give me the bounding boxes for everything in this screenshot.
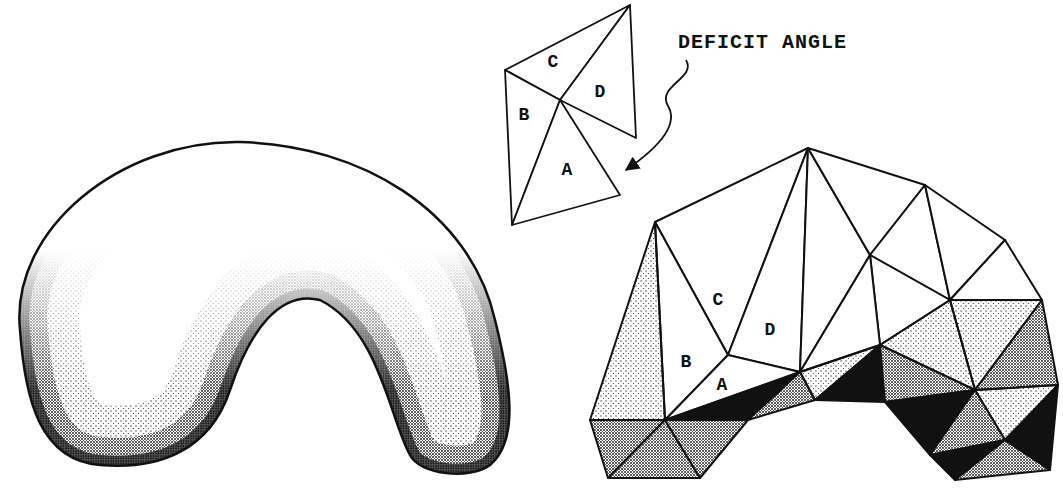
mesh-face <box>665 420 748 478</box>
face-letter: A <box>562 161 573 179</box>
face-letter: D <box>765 321 776 339</box>
surface-shading <box>19 142 509 474</box>
callout-text: DEFICIT ANGLE <box>678 33 847 53</box>
mesh-face <box>950 240 1042 300</box>
face-letter: D <box>595 83 606 101</box>
face-letter: B <box>519 106 530 124</box>
triangulated-surface <box>590 148 1058 480</box>
inset-triangles <box>505 5 636 225</box>
mesh-face <box>1005 385 1058 470</box>
triangle-face <box>512 100 620 225</box>
face-letter: C <box>713 291 724 309</box>
mesh-face <box>590 222 665 420</box>
mesh-face <box>975 300 1058 390</box>
mesh-face <box>655 222 728 420</box>
face-letter: C <box>548 53 559 71</box>
face-letter: A <box>717 376 728 394</box>
face-letter: B <box>681 353 692 371</box>
smooth-surface <box>19 142 509 474</box>
leader-arrow <box>626 60 688 170</box>
mesh-face <box>728 148 808 372</box>
surface-fill <box>19 142 509 474</box>
surface-outline <box>19 142 509 474</box>
mesh-face <box>815 345 885 402</box>
